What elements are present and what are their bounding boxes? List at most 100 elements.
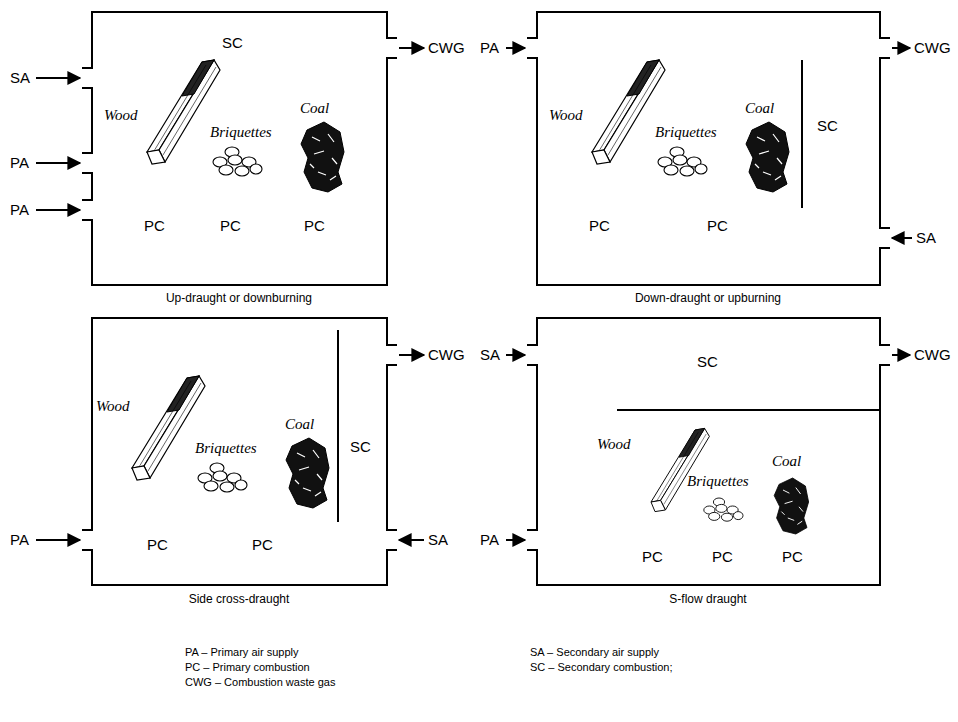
legend-entry: SC – Secondary combustion; xyxy=(530,661,672,674)
fuel-label: Coal xyxy=(745,100,774,117)
air-arrows-part xyxy=(36,209,80,211)
air-arrows-part xyxy=(399,539,424,541)
chamber-dividers-part xyxy=(617,409,880,411)
fuel-illustrations-part xyxy=(592,60,789,192)
legend-entry: PA – Primary air supply xyxy=(185,646,299,659)
port-openings-part xyxy=(385,346,389,364)
air-arrows-part xyxy=(399,354,424,356)
air-arrows-part xyxy=(892,237,912,239)
zone-label: PC xyxy=(144,217,165,234)
port-openings-part xyxy=(880,345,890,365)
port-label: SA xyxy=(916,229,936,246)
port-openings-part xyxy=(82,200,92,220)
port-openings-part xyxy=(385,39,389,57)
zone-label: PC xyxy=(712,548,733,565)
panel-caption: S-flow draught xyxy=(669,593,746,607)
port-openings-part xyxy=(878,346,882,364)
port-openings-part xyxy=(878,229,882,247)
port-label: SA xyxy=(428,531,448,548)
zone-label: PC xyxy=(147,536,168,553)
panel-outlines-part xyxy=(92,12,387,285)
zone-label: PC xyxy=(220,217,241,234)
port-openings-part xyxy=(387,38,397,58)
port-label: SA xyxy=(10,69,30,86)
panel-outlines-part xyxy=(537,318,880,585)
fuel-illustrations-part xyxy=(132,376,329,508)
zone-label: SC xyxy=(222,34,243,51)
panel-outlines xyxy=(92,12,880,585)
chamber-dividers-part xyxy=(801,60,803,208)
port-openings-part xyxy=(535,346,539,364)
fuel-label: Briquettes xyxy=(655,124,717,141)
panel-outlines-part xyxy=(537,12,880,285)
port-openings-part xyxy=(527,345,537,365)
fuel-illustrations-part xyxy=(651,428,809,534)
air-arrows-part xyxy=(892,47,910,49)
air-arrows-part xyxy=(506,354,525,356)
port-label: CWG xyxy=(914,39,951,56)
fuel-illustrations-part xyxy=(147,60,344,192)
port-openings-part xyxy=(535,39,539,57)
air-arrows-part xyxy=(36,77,80,79)
air-arrows-part xyxy=(399,47,424,49)
port-label: CWG xyxy=(428,346,465,363)
air-arrows-part xyxy=(506,539,525,541)
port-openings-part xyxy=(535,531,539,549)
fuel-label: Coal xyxy=(300,100,329,117)
panel-outlines-part xyxy=(92,318,387,585)
air-arrows-part xyxy=(36,539,80,541)
legend-entry: SA – Secondary air supply xyxy=(530,646,659,659)
port-openings-part xyxy=(82,68,92,88)
port-openings xyxy=(82,38,890,550)
zone-label: SC xyxy=(697,353,718,370)
port-openings-part xyxy=(90,154,94,172)
port-openings-part xyxy=(387,530,397,550)
fuel-illustrations xyxy=(132,60,809,534)
zone-label: PC xyxy=(642,548,663,565)
legend-entry: PC – Primary combustion xyxy=(185,661,310,674)
fuel-label: Wood xyxy=(549,107,583,124)
port-label: PA xyxy=(10,201,29,218)
chamber-dividers xyxy=(338,60,880,522)
zone-label: PC xyxy=(252,536,273,553)
fuel-label: Coal xyxy=(285,416,314,433)
fuel-label: Briquettes xyxy=(195,440,257,457)
fuel-label: Coal xyxy=(772,453,801,470)
legend-entry: CWG – Combustion waste gas xyxy=(185,676,335,689)
port-label: CWG xyxy=(428,39,465,56)
furnace-panel: SC WoodBriquettes CoalPC PC PC xyxy=(92,12,387,285)
zone-label: PC xyxy=(304,217,325,234)
furnace-panel: WoodBriquettes CoalSC PC PC xyxy=(92,318,387,585)
port-label: PA xyxy=(480,39,499,56)
fuel-label: Wood xyxy=(597,436,631,453)
zone-label: PC xyxy=(707,217,728,234)
air-arrows xyxy=(36,48,912,540)
port-openings-part xyxy=(527,530,537,550)
port-openings-part xyxy=(90,201,94,219)
zone-label: PC xyxy=(589,217,610,234)
port-label: SA xyxy=(480,346,500,363)
air-arrows-part xyxy=(506,47,525,49)
port-label: PA xyxy=(480,531,499,548)
air-arrows-part xyxy=(36,162,80,164)
fuel-label: Wood xyxy=(96,398,130,415)
fuel-label: Briquettes xyxy=(687,473,749,490)
port-label: PA xyxy=(10,154,29,171)
furnace-panel: WoodBriquettesCoalSCPCPC xyxy=(537,12,880,285)
fuel-label: Briquettes xyxy=(210,124,272,141)
panel-caption: Side cross-draught xyxy=(189,593,290,607)
panel-caption: Down-draught or upburning xyxy=(635,292,781,306)
port-openings-part xyxy=(82,530,92,550)
port-label: PA xyxy=(10,531,29,548)
panel-caption: Up-draught or downburning xyxy=(166,292,312,306)
fuel-label: Wood xyxy=(104,107,138,124)
zone-label: PC xyxy=(782,548,803,565)
zone-label: SC xyxy=(350,438,371,455)
furnace-panel: SC WoodBriquettes CoalPC PC PC xyxy=(537,318,880,585)
port-openings-part xyxy=(90,531,94,549)
air-arrows-part xyxy=(892,354,910,356)
port-openings-part xyxy=(387,345,397,365)
